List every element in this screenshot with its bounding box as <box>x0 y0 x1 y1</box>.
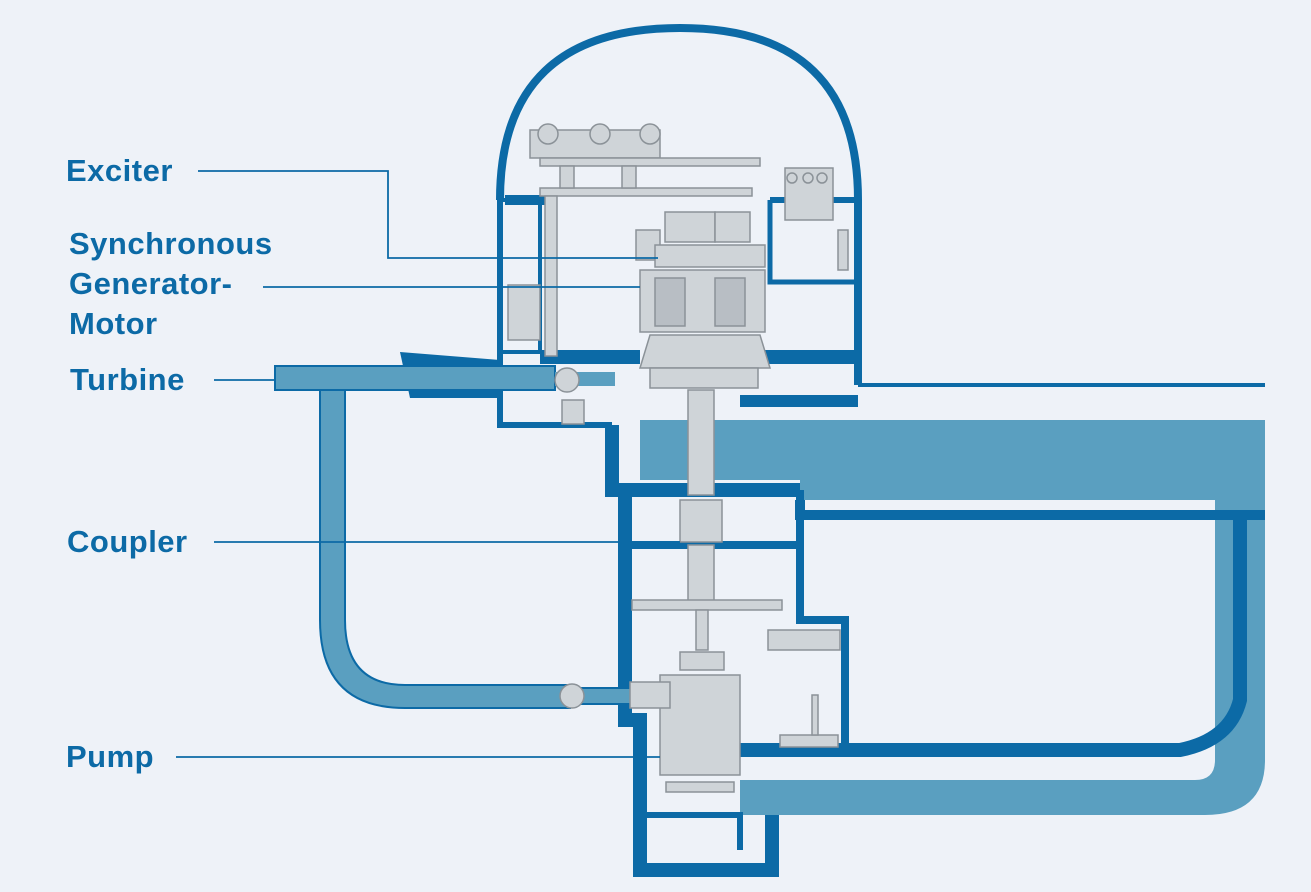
label-exciter: Exciter <box>66 153 173 188</box>
label-generator-line2: Generator- <box>69 266 233 301</box>
label-pump: Pump <box>66 739 155 774</box>
label-generator-line1: Synchronous <box>69 226 273 261</box>
water-channel-right <box>640 420 1265 815</box>
label-generator-line3: Motor <box>69 306 158 341</box>
label-coupler: Coupler <box>67 524 188 559</box>
label-turbine: Turbine <box>70 362 185 397</box>
penstock-left <box>274 365 641 709</box>
leader-lines <box>176 170 680 758</box>
machinery <box>507 123 849 793</box>
